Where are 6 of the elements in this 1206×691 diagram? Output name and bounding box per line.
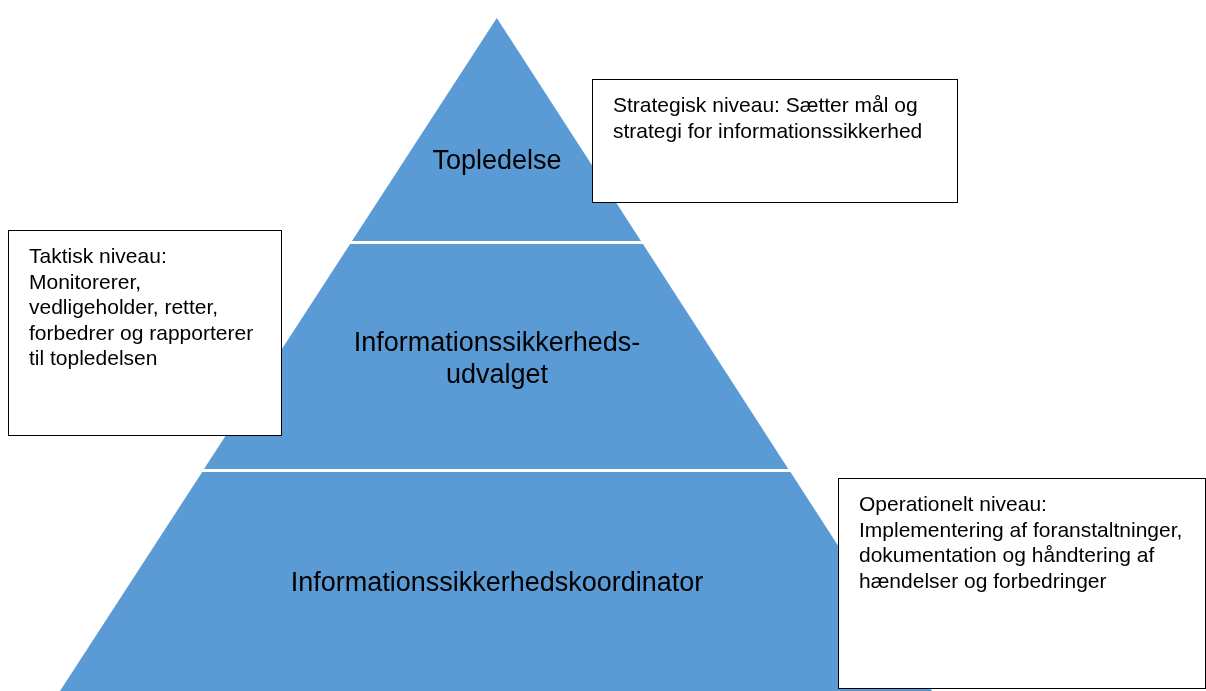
text-box: Operationelt niveau: Implementering af foranstaltninger, dokumentation og håndtering af hændelser og forbedringer [838,478,1206,689]
level-label: Informationssikkerhedskoordinator [289,566,705,599]
text-box: Taktisk niveau: Monitorerer, vedligeholder, retter, forbedrer og rapporterer til topledelsen [8,230,282,436]
text-box: Strategisk niveau: Sætter mål og strategi for informationssikkerhed [592,79,958,203]
level-label: Informationssikkerheds- udvalget [352,326,642,391]
level-label: Topledelse [431,144,563,177]
